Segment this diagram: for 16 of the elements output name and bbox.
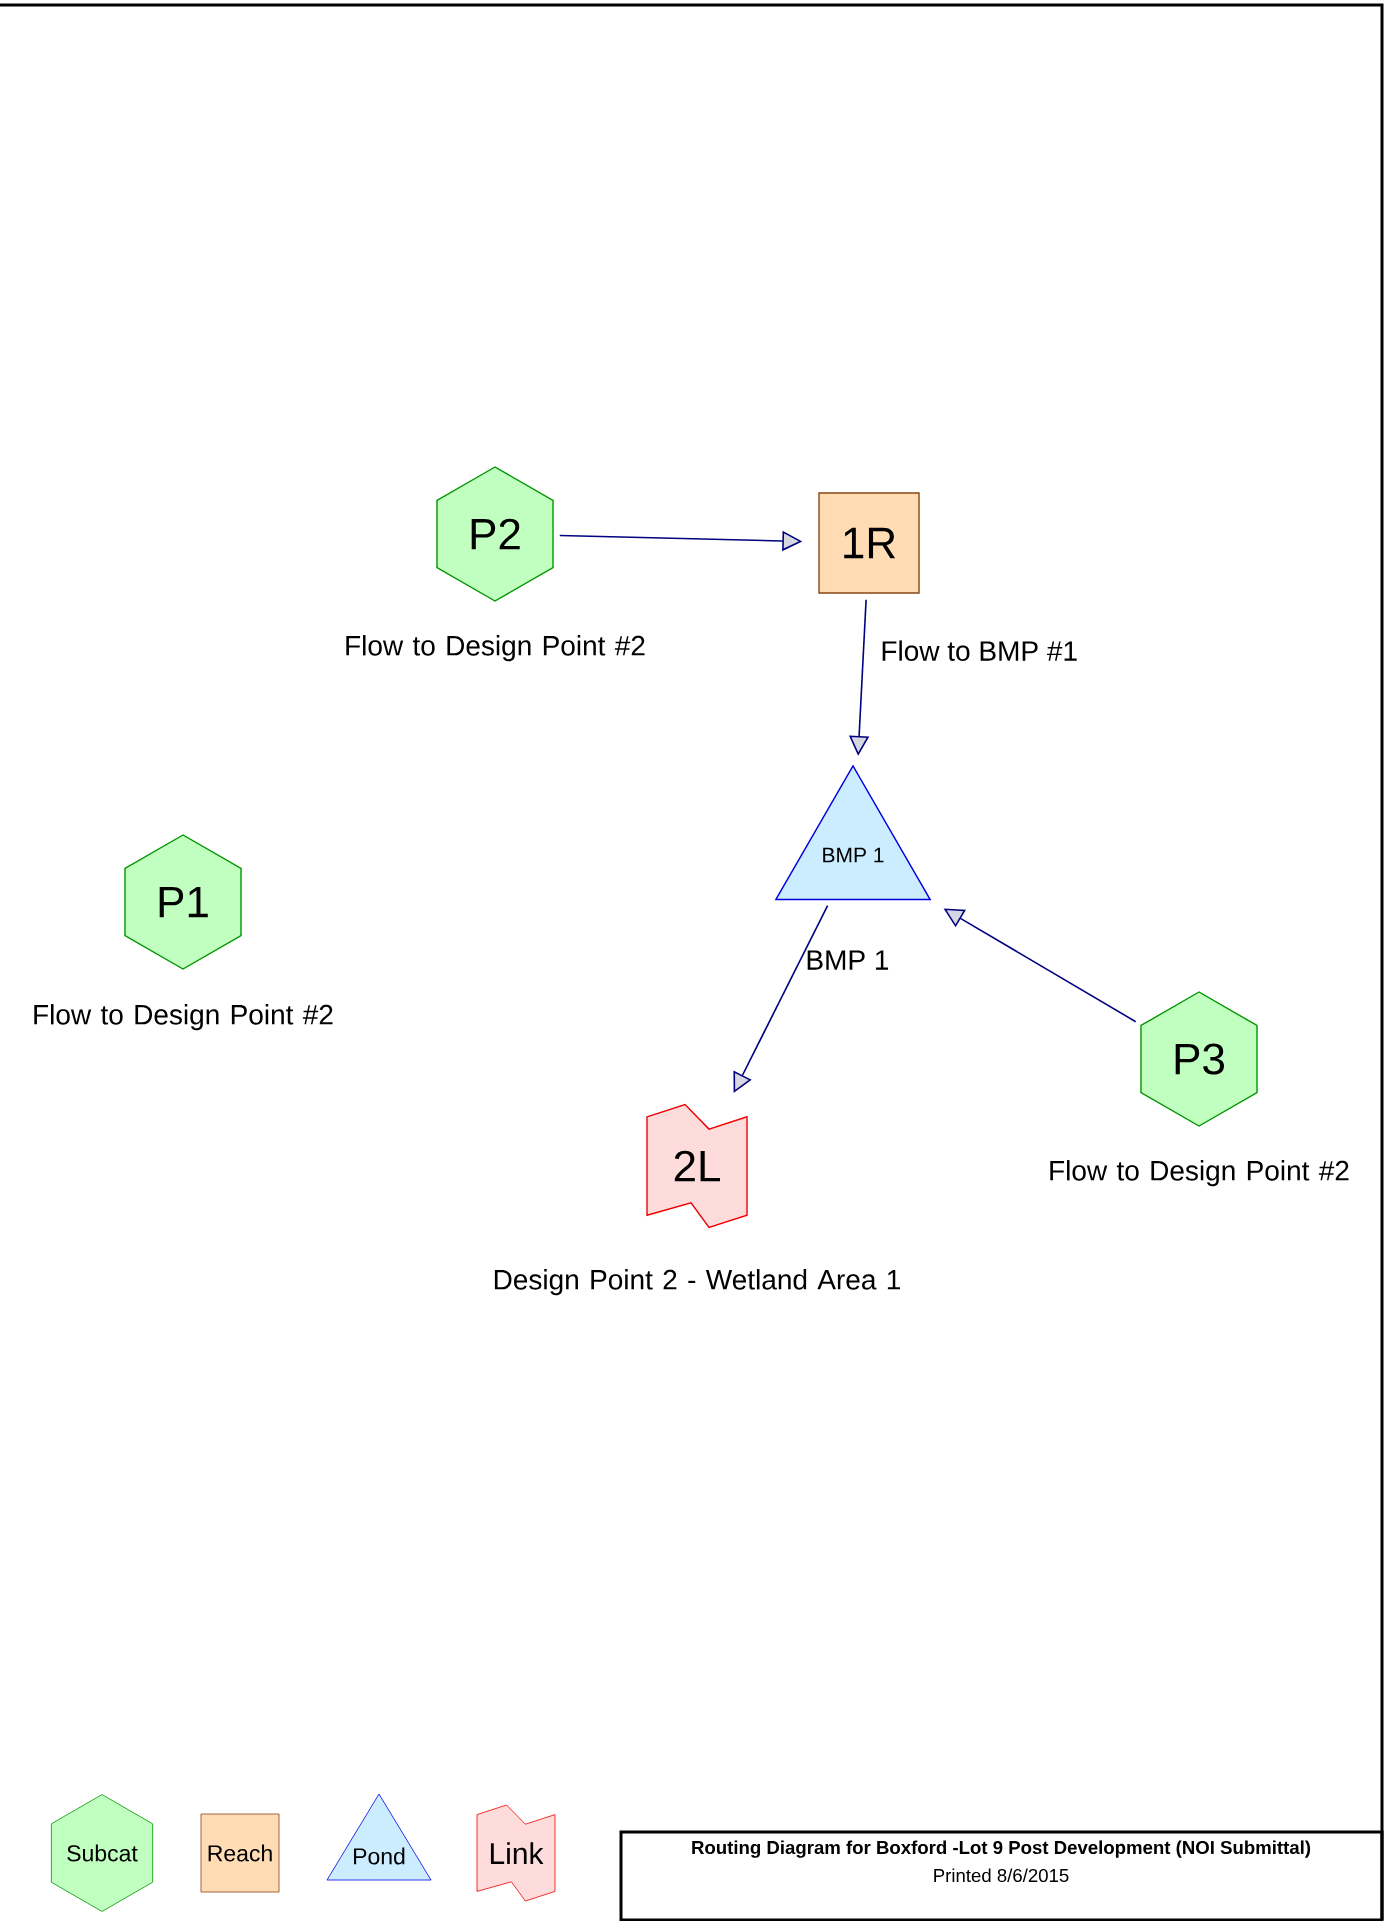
print-note: Printed 8/6/2015: [934, 1868, 1069, 1883]
subcatchment-hexagon: P3: [1140, 991, 1258, 1127]
subcatchment-hexagon: P2: [436, 466, 554, 602]
legend-item: Link: [476, 1804, 556, 1902]
legend-item: Pond: [326, 1793, 432, 1881]
node-caption: Design Point 2 - Wetland Area 1: [494, 1269, 900, 1296]
node-caption: Flow to Design Point #2: [34, 1004, 333, 1031]
arrow: [733, 904, 829, 1093]
legend-item: Reach: [200, 1813, 280, 1893]
node-caption: Flow to Design Point #2: [346, 635, 645, 662]
node-caption: Flow to Design Point #2: [1050, 1160, 1349, 1187]
subcatchment-hexagon: P1: [124, 834, 242, 970]
reach-box: 1R: [818, 492, 920, 594]
node-caption: Flow to BMP #1: [882, 640, 1077, 661]
legend-item: Subcat: [50, 1794, 154, 1912]
node-caption: BMP 1: [807, 950, 889, 970]
